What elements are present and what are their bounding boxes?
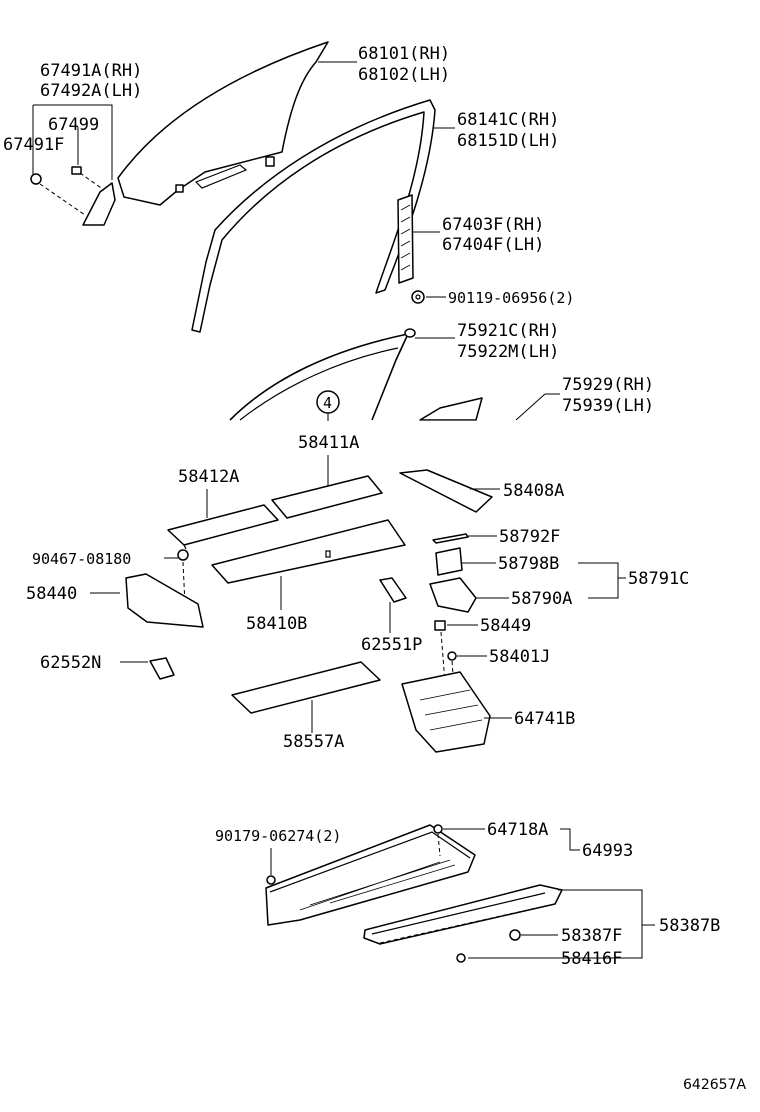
glass-clip: [265, 156, 275, 167]
clip-90467: [177, 549, 189, 561]
callout-90179: 90179-06274(2): [215, 827, 341, 845]
board-edge: [183, 544, 187, 550]
callout-68151D: 68151D(LH): [457, 131, 559, 151]
callout-58411A: 58411A: [298, 433, 359, 453]
callout-58798B: 58798B: [498, 554, 559, 574]
leader-67491A-bracket: [33, 104, 113, 180]
block-62551P: [379, 577, 407, 603]
clip-58416F: [456, 953, 466, 963]
tray-58790A: [429, 577, 477, 613]
callout-75921C: 75921C(RH): [457, 321, 559, 341]
scuff-plate-dash: [379, 904, 551, 944]
callout-90119: 90119-06956(2): [448, 289, 574, 307]
callout-64718A: 64718A: [487, 820, 548, 840]
side-trim-58440: [125, 573, 204, 628]
callout-67404F: 67404F(LH): [442, 235, 544, 255]
callout-58401J: 58401J: [489, 647, 550, 667]
callout-58792F: 58792F: [499, 527, 560, 547]
callout-67491A: 67491A(RH): [40, 61, 142, 81]
clip-64718A: [433, 824, 443, 834]
callout-75939: 75939(LH): [562, 396, 654, 416]
callout-75922M: 75922M(LH): [457, 342, 559, 362]
callout-67403F: 67403F(RH): [442, 215, 544, 235]
weatherstrip-end: [404, 328, 416, 338]
callout-68141C: 68141C(RH): [457, 110, 559, 130]
tray-58798B: [435, 547, 463, 576]
clip-90179: [266, 875, 276, 885]
dash-67499: [79, 172, 105, 191]
leader-75929: [515, 393, 546, 421]
drawing-code: 642657A: [683, 1077, 746, 1093]
tub-ribs: [419, 689, 483, 731]
rear-quarter-trim: [419, 397, 483, 421]
mirror-cover-patch: [82, 182, 116, 226]
clip-58401J: [447, 651, 457, 661]
callout-58410B: 58410B: [246, 614, 307, 634]
callout-75929: 75929(RH): [562, 375, 654, 395]
callout-68101: 68101(RH): [358, 44, 450, 64]
deck-board-left: [167, 504, 279, 546]
callout-58790A: 58790A: [511, 589, 572, 609]
callout-58387B: 58387B: [659, 916, 720, 936]
scuff-plate-group: [265, 824, 655, 963]
glass-channel: [194, 164, 248, 189]
callout-67499: 67499: [48, 115, 99, 135]
callout-62552N: 62552N: [40, 653, 101, 673]
clip-67499: [71, 166, 82, 175]
callout-58387F: 58387F: [561, 926, 622, 946]
clip-58387F: [509, 929, 521, 941]
callout-58408A: 58408A: [503, 481, 564, 501]
callout-67491F: 67491F: [3, 135, 64, 155]
bracket-62552N: [149, 657, 175, 680]
tub-64741B: [401, 671, 491, 753]
mat-58557A: [231, 661, 381, 714]
glass-clip-2: [175, 184, 184, 193]
bracket-58387B: [468, 889, 643, 959]
bolt-center: [415, 294, 421, 300]
door-weatherstrip: [229, 332, 410, 421]
callout-67492A: 67492A(LH): [40, 81, 142, 101]
callout-68102: 68102(LH): [358, 65, 450, 85]
front-door-glass: [117, 41, 329, 206]
division-bar: [397, 194, 414, 284]
floor-board: [211, 519, 406, 584]
floor-board-slot: [325, 550, 331, 558]
callout-58449: 58449: [480, 616, 531, 636]
deck-board-right: [271, 475, 383, 519]
clip-67491F: [30, 173, 42, 185]
callout-58440: 58440: [26, 584, 77, 604]
callout-58791C: 58791C: [628, 569, 689, 589]
dash-67491F: [39, 183, 86, 216]
luggage-trim-group: 4: [90, 390, 626, 753]
callout-58557A: 58557A: [283, 732, 344, 752]
tool-board: [399, 469, 493, 513]
weatherstrip-inner: [239, 347, 399, 421]
dash-64718A: [437, 833, 441, 857]
clip-58792F: [432, 533, 469, 544]
callout-62551P: 62551P: [361, 635, 422, 655]
rail-64993: [265, 824, 476, 926]
scuff-plate-58387B: [363, 884, 563, 945]
reference-circle-label: 4: [323, 394, 332, 412]
scuff-plate-edge: [371, 892, 546, 935]
callout-90467: 90467-08180: [32, 550, 131, 568]
rail-edge: [269, 831, 471, 893]
callout-64993: 64993: [582, 841, 633, 861]
bolt-90119: [411, 290, 425, 304]
rail-ribs: [299, 859, 456, 911]
division-bar-hatch: [400, 204, 411, 271]
clip-58449: [434, 620, 446, 631]
glass-run-channel: [191, 99, 436, 333]
callout-58416F: 58416F: [561, 949, 622, 969]
callout-58412A: 58412A: [178, 467, 239, 487]
bracket-64993: [560, 828, 580, 851]
door-glass-group: [30, 41, 560, 422]
bracket-58791C: [578, 562, 619, 599]
callout-64741B: 64741B: [514, 709, 575, 729]
